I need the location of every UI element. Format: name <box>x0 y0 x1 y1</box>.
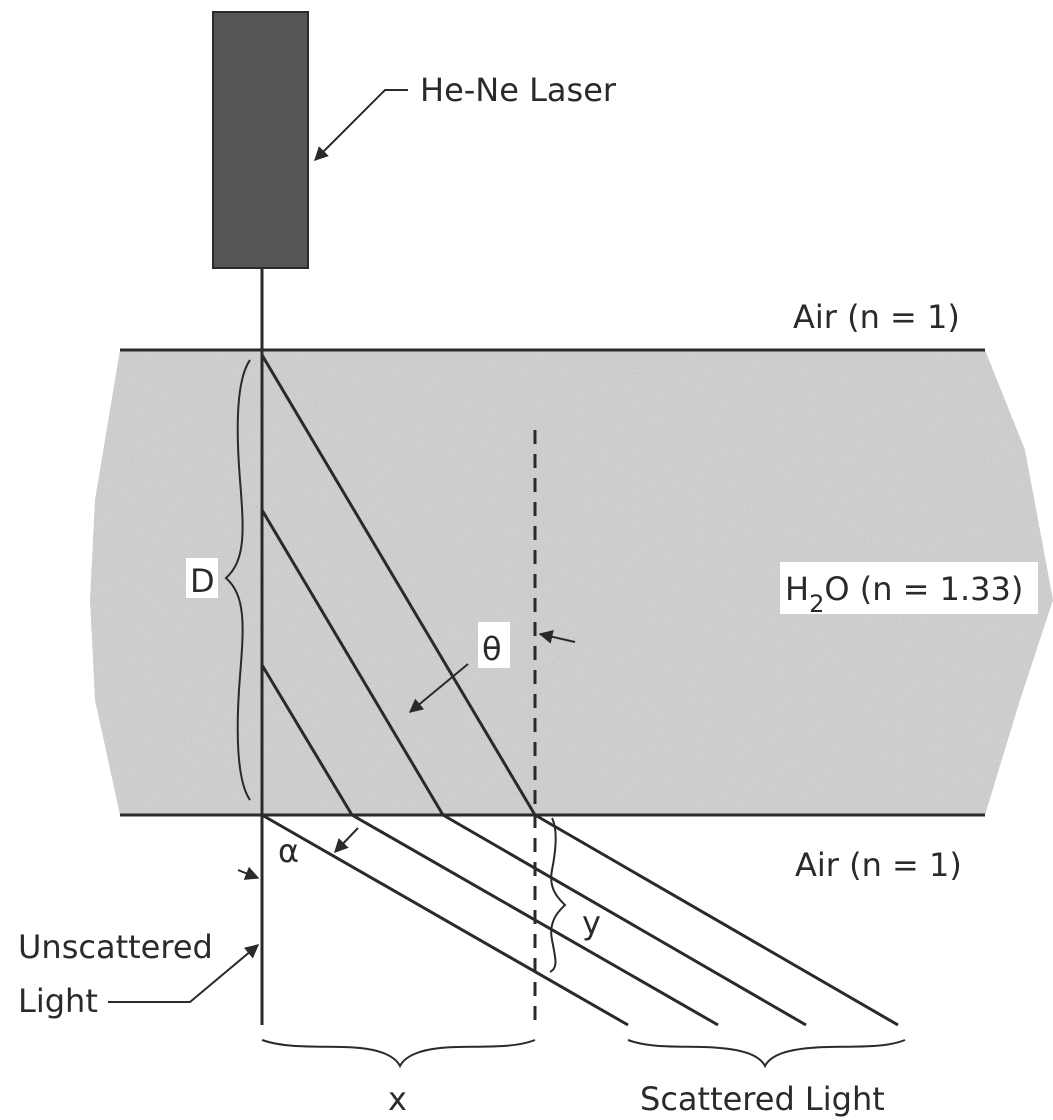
water-label-rest: O (n = 1.33) <box>824 570 1023 608</box>
water-ray-3 <box>260 664 354 816</box>
air-bottom-label: Air (n = 1) <box>795 846 962 884</box>
alpha-label: α <box>278 832 299 870</box>
theta-label: θ <box>482 630 502 668</box>
water-ray-2 <box>260 509 445 816</box>
theta-label-backdrop <box>478 622 510 668</box>
unscattered-label-line1: Unscattered <box>18 928 213 966</box>
air-ray-0 <box>261 813 629 1027</box>
depth-label: D <box>190 562 215 600</box>
theta-normal-arrow <box>538 629 576 644</box>
water-ray-1 <box>260 354 537 816</box>
water-label-h: H <box>785 570 809 608</box>
air-ray-3 <box>534 813 899 1027</box>
scattered-label: Scattered Light <box>640 1080 885 1118</box>
water-label-subscript: 2 <box>809 590 824 618</box>
water-layer <box>90 350 1053 815</box>
x-brace <box>261 1039 536 1069</box>
y-label: y <box>582 904 601 942</box>
y-brace <box>549 817 567 973</box>
water-label: H2O (n = 1.33) <box>785 570 1023 618</box>
alpha-beam-arrow <box>237 866 260 880</box>
laser-label: He-Ne Laser <box>420 71 617 109</box>
alpha-arrow <box>334 827 359 854</box>
air-ray-2 <box>442 813 807 1027</box>
laser-body <box>212 11 309 269</box>
laser-pointer-line <box>314 89 408 161</box>
scattered-brace <box>627 1039 906 1069</box>
air-top-label: Air (n = 1) <box>793 298 960 336</box>
theta-arrow <box>408 663 469 713</box>
water-label-backdrop <box>780 562 1038 614</box>
depth-label-backdrop <box>186 558 218 598</box>
water-texture <box>90 350 1053 815</box>
depth-brace <box>224 359 251 801</box>
x-label: x <box>388 1080 407 1118</box>
unscattered-pointer-line <box>108 944 260 1003</box>
unscattered-label-line2: Light <box>18 982 98 1020</box>
